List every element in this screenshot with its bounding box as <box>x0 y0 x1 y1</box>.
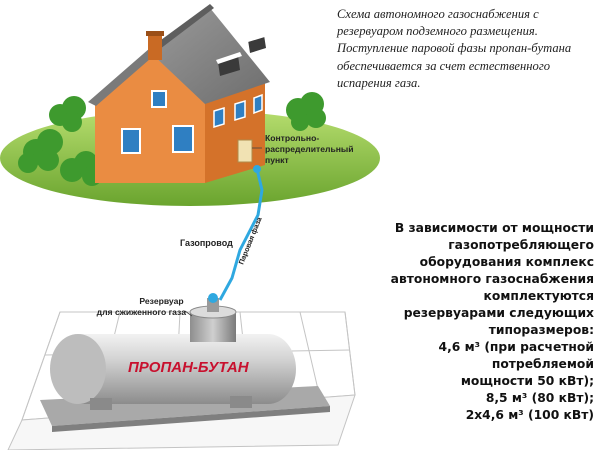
caption-line: обеспечивается за счет естественного <box>337 58 551 73</box>
gas-pipeline-label: Газопровод <box>180 238 233 248</box>
tank-label: ПРОПАН-БУТАН <box>128 359 250 376</box>
window <box>213 106 225 129</box>
chimney <box>148 34 162 60</box>
info-line: резервуарами следующих <box>403 306 594 320</box>
caption-line: Поступление паровой фазы пропан-бутана <box>337 41 572 56</box>
window <box>234 99 246 122</box>
info-line: оборудования комплекс <box>419 255 594 269</box>
info-line: комплектуются <box>483 289 594 303</box>
info-line: типоразмеров: <box>488 323 594 337</box>
info-line: В зависимости от мощности <box>394 221 594 235</box>
info-line: автономного газоснабжения <box>390 272 594 286</box>
house <box>88 4 270 183</box>
window <box>121 128 141 154</box>
window <box>151 90 167 108</box>
window <box>172 125 194 153</box>
info-line: мощности 50 кВт); <box>460 374 594 388</box>
gas-tank <box>50 334 296 410</box>
tank-size-info: В зависимости от мощности газопотребляющ… <box>336 220 594 424</box>
info-line: потребляемой <box>491 357 594 371</box>
window <box>253 93 263 115</box>
reservoir-label: Резервуар для сжиженного газа <box>97 296 187 317</box>
info-line: 8,5 м³ (80 кВт); <box>485 391 594 405</box>
dormer-window <box>246 32 268 53</box>
bush-middle-left <box>49 96 86 132</box>
info-line: газопотребляющего <box>448 238 594 252</box>
caption-line: Схема автономного газоснабжения с <box>337 7 539 21</box>
control-cabinet <box>237 139 253 163</box>
gas-pipeline <box>218 168 264 301</box>
tank-cap <box>189 293 237 342</box>
info-line: 2х4,6 м³ (100 кВт) <box>465 408 594 422</box>
dormer-window <box>216 52 242 76</box>
bush-right <box>286 92 326 131</box>
diagram-caption: Схема автономного газоснабжения с резерв… <box>337 6 595 92</box>
caption-line: испарения газа. <box>337 75 421 90</box>
vapor-phase-label: Паровая фаза <box>237 215 265 266</box>
bush-left <box>18 129 63 173</box>
caption-line: резервуаром подземного размещения. <box>337 24 538 39</box>
control-point-label: Контрольно- распределительный пункт <box>265 133 356 165</box>
info-line: 4,6 м³ (при расчетной <box>438 340 594 354</box>
